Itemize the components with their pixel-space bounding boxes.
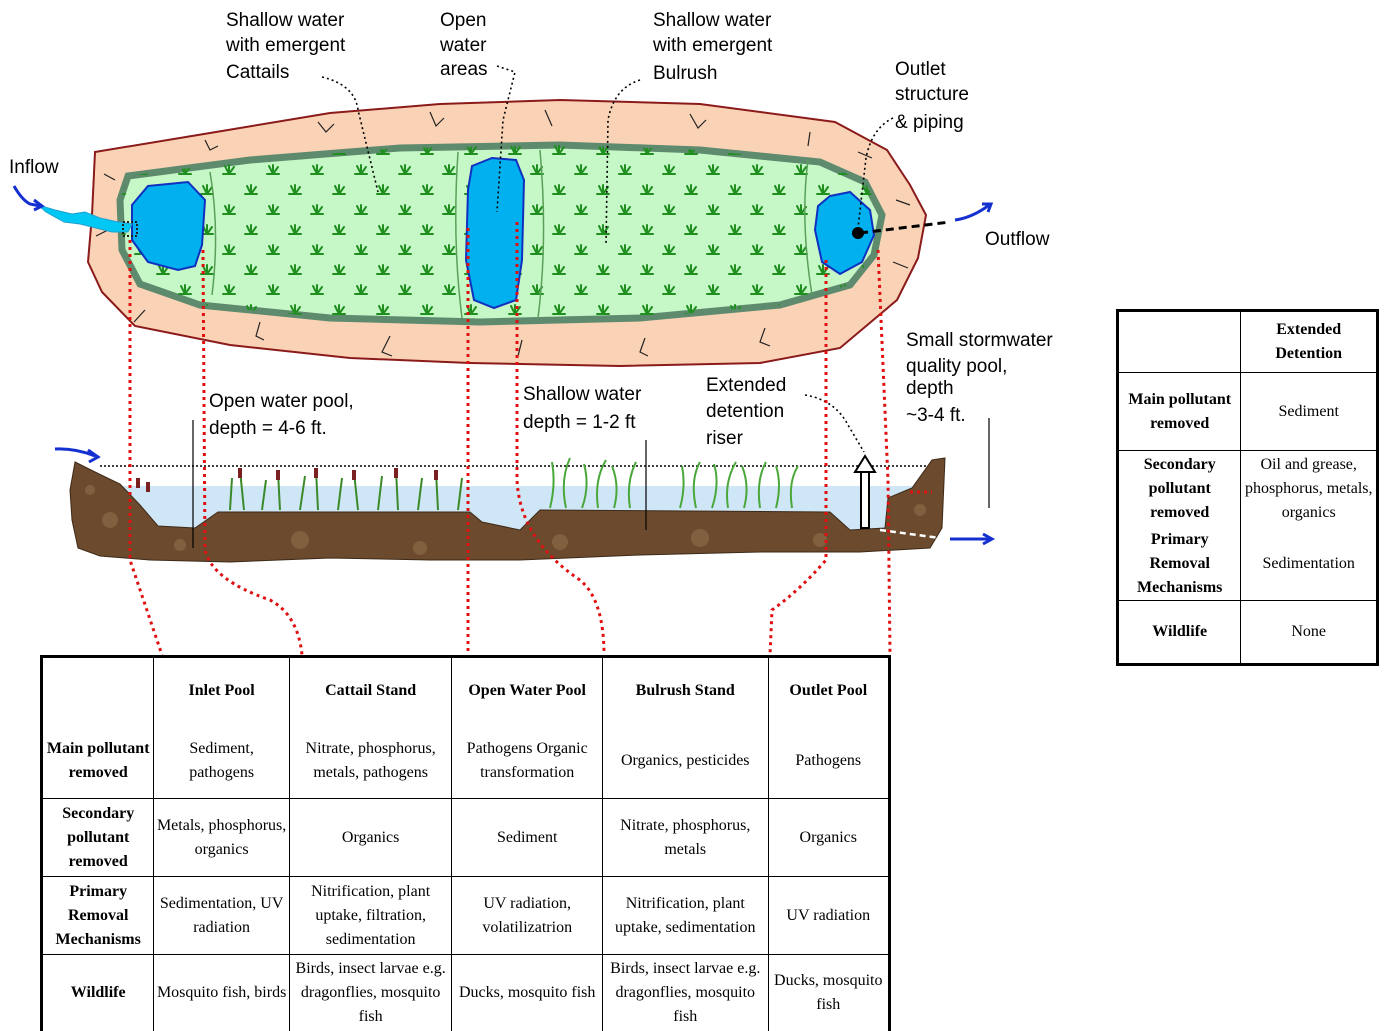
row-label: Wildlife (42, 955, 154, 1031)
row-label: Primary Removal Mechanisms (42, 877, 154, 955)
table-cell: Nitrification, plant uptake, sedimentati… (602, 877, 768, 955)
table-cell: Sediment, pathogens (154, 725, 289, 799)
side-header-extended-detention: Extended Detention (1241, 311, 1378, 373)
profile-view (55, 418, 992, 562)
table-cell: Mosquito fish, birds (154, 955, 289, 1031)
label-bulrush: Shallow water with emergent Bulrush (652, 10, 778, 84)
row-label: Main pollutant removed (42, 725, 154, 799)
table-cell: Ducks, mosquito fish (768, 955, 889, 1031)
side-table-cell: None (1241, 601, 1378, 665)
side-row-label: Secondary pollutant removed (1118, 451, 1241, 528)
zone-comparison-table: Inlet Pool Cattail Stand Open Water Pool… (40, 655, 891, 1031)
row-label: Secondary pollutant removed (42, 799, 154, 877)
label-shallow: Shallow water depth = 1-2 ft (523, 384, 647, 433)
label-inflow: Inflow (9, 157, 59, 178)
side-row-label: Main pollutant removed (1118, 373, 1241, 451)
side-table-cell: Oil and grease, phosphorus, metals, orga… (1241, 451, 1378, 528)
table-cell: Organics (768, 799, 889, 877)
table-row: Primary Removal Mechanisms Sedimentation… (42, 877, 890, 955)
plan-view (14, 100, 991, 366)
open-water-pool (466, 158, 524, 308)
table-row: Wildlife Mosquito fish, birds Birds, ins… (42, 955, 890, 1031)
label-open-pool: Open water pool, depth = 4-6 ft. (209, 391, 359, 439)
table-cell: Birds, insect larvae e.g. dragonflies, m… (602, 955, 768, 1031)
table-cell: Pathogens (768, 725, 889, 799)
outflow-arrow (955, 204, 990, 220)
header-blank (42, 657, 154, 725)
table-cell: Metals, phosphorus, organics (154, 799, 289, 877)
table-cell: Pathogens Organic transformation (452, 725, 603, 799)
side-table-cell: Sediment (1241, 373, 1378, 451)
side-table-row: Main pollutant removed Sediment (1118, 373, 1378, 451)
header-cattail-stand: Cattail Stand (289, 657, 452, 725)
header-bulrush-stand: Bulrush Stand (602, 657, 768, 725)
label-cattails: Shallow water with emergent Cattails (225, 10, 351, 83)
side-row-label: Primary Removal Mechanisms (1118, 528, 1241, 601)
table-cell: Sediment (452, 799, 603, 877)
table-cell: Nitrate, phosphorus, metals (602, 799, 768, 877)
table-row: Main pollutant removed Sediment, pathoge… (42, 725, 890, 799)
side-table-cell: Sedimentation (1241, 528, 1378, 601)
side-header-blank (1118, 311, 1241, 373)
side-row-label: Wildlife (1118, 601, 1241, 665)
table-cell: Nitrification, plant uptake, filtration,… (289, 877, 452, 955)
label-riser: Extended detention riser (706, 375, 792, 449)
header-open-water-pool: Open Water Pool (452, 657, 603, 725)
table-cell: Nitrate, phosphorus, metals, pathogens (289, 725, 452, 799)
table-cell: UV radiation (768, 877, 889, 955)
header-outlet-pool: Outlet Pool (768, 657, 889, 725)
side-table-row: Wildlife None (1118, 601, 1378, 665)
label-outflow: Outflow (985, 229, 1050, 250)
side-table-row: Primary Removal Mechanisms Sedimentation (1118, 528, 1378, 601)
label-small-pool: Small stormwater quality pool, depth ~3-… (906, 330, 1058, 426)
extended-detention-table: Extended Detention Main pollutant remove… (1116, 309, 1379, 666)
table-cell: UV radiation, volatilizatrion (452, 877, 603, 955)
table-cell: Organics, pesticides (602, 725, 768, 799)
table-cell: Ducks, mosquito fish (452, 955, 603, 1031)
label-open-water: Open water areas (439, 10, 492, 80)
label-outlet: Outlet structure & piping (895, 59, 974, 133)
table-cell: Organics (289, 799, 452, 877)
header-inlet-pool: Inlet Pool (154, 657, 289, 725)
side-table-row: Secondary pollutant removed Oil and grea… (1118, 451, 1378, 528)
table-row: Secondary pollutant removed Metals, phos… (42, 799, 890, 877)
table-cell: Birds, insect larvae e.g. dragonflies, m… (289, 955, 452, 1031)
table-cell: Sedimentation, UV radiation (154, 877, 289, 955)
